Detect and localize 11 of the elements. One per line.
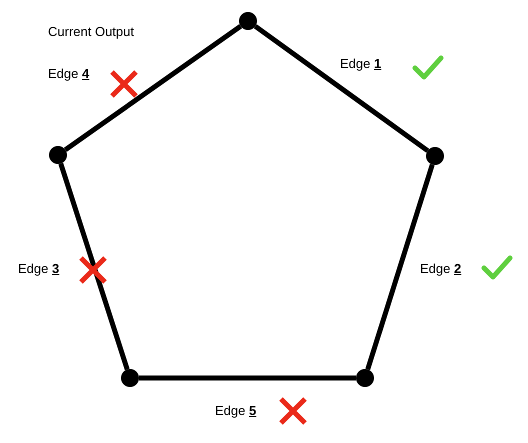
edge-label: Edge 2 — [420, 261, 462, 277]
edge-label: Edge 4 — [48, 66, 90, 82]
edge-line — [139, 376, 356, 380]
edge-label: Edge 3 — [18, 261, 60, 277]
title: Current Output — [48, 24, 134, 40]
edge-label: Edge 5 — [215, 403, 256, 419]
edge-label: Edge 1 — [340, 56, 382, 72]
edge-line — [254, 24, 430, 153]
edge-line — [365, 164, 435, 370]
edge-line — [64, 24, 242, 152]
edge-line — [58, 162, 130, 370]
